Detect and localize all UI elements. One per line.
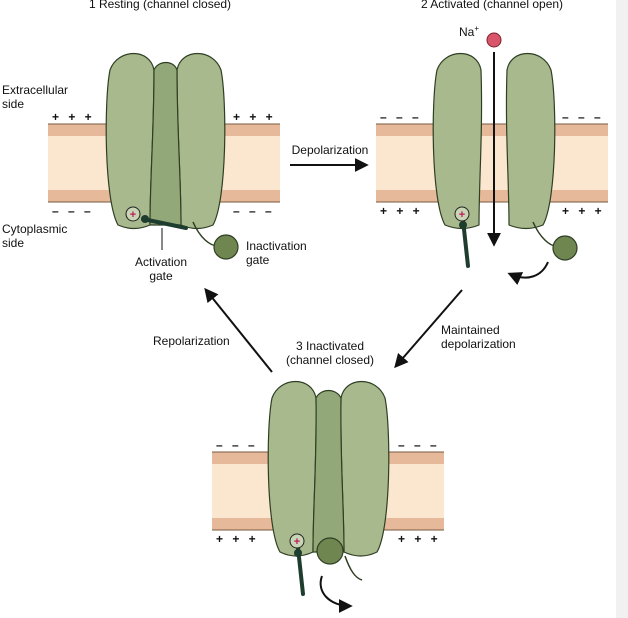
state-activated: 2 Activated (channel open) – – – – – – +… (376, 0, 608, 285)
state-resting-title: 1 Resting (channel closed) (89, 0, 231, 11)
maintained-label-line2: depolarization (441, 337, 516, 351)
activation-gate-label-line1: Activation (135, 255, 187, 269)
state-inactivated-title-line2: (channel closed) (286, 353, 374, 367)
voltage-sensor-inactivated: + (289, 533, 305, 549)
activation-gate-label-line2: gate (149, 269, 173, 283)
channel-protein-activated (432, 53, 556, 230)
state-activated-title: 2 Activated (channel open) (421, 0, 563, 11)
charges-resting-top-left: + + + (52, 110, 95, 124)
charges-inactivated-bottom-right: + + + (398, 532, 441, 546)
charges-resting-top-right: + + + (233, 110, 276, 124)
state-inactivated: 3 Inactivated (channel closed) – – – – –… (212, 339, 444, 613)
transition-depolarization: Depolarization (290, 143, 369, 172)
extracellular-label-line2: side (2, 97, 24, 111)
charges-inactivated-bottom-left: + + + (216, 532, 259, 546)
repolarization-arrow (204, 287, 273, 373)
sodium-ion: Na+ (459, 24, 502, 48)
channel-protein-resting (105, 53, 226, 230)
inactivation-gate-resting (192, 221, 239, 260)
charges-activated-top-left: – – – (380, 110, 422, 124)
cytoplasmic-label-line1: Cytoplasmic (2, 222, 67, 236)
inactivation-motion-arrow (507, 261, 549, 285)
cytoplasmic-label-line2: side (2, 236, 24, 250)
charges-activated-bottom-right: + + + (562, 204, 605, 218)
channel-protein-inactivated (267, 381, 390, 557)
activation-gate-resting (141, 215, 188, 230)
maintained-depolarization-arrow (394, 289, 463, 369)
state-resting: 1 Resting (channel closed) + + + + + + –… (48, 0, 307, 283)
activation-gate-activated (459, 218, 470, 268)
inactivation-gate-label-line1: Inactivation (246, 239, 307, 253)
sodium-ion-label: Na+ (459, 24, 479, 39)
transition-maintained-depolarization: Maintained depolarization (394, 289, 516, 369)
charges-resting-bottom-right: – – – (233, 204, 275, 218)
charges-inactivated-top-right: – – – (398, 438, 440, 452)
charges-inactivated-top-left: – – – (216, 438, 258, 452)
membrane-activated (376, 123, 608, 203)
charges-activated-top-right: – – – (562, 110, 604, 124)
gate-release-arrow (319, 575, 353, 613)
maintained-label-line1: Maintained (441, 323, 500, 337)
page-edge-strip (616, 0, 628, 618)
svg-text:+: + (130, 209, 136, 221)
depolarization-label: Depolarization (292, 143, 369, 157)
inactivation-gate-activated (532, 221, 578, 261)
extracellular-label-line1: Extracellular (2, 83, 68, 97)
transition-repolarization: Repolarization (153, 287, 273, 373)
svg-text:+: + (459, 209, 465, 221)
svg-text:+: + (294, 536, 300, 548)
charges-resting-bottom-left: – – – (52, 204, 94, 218)
inactivation-gate-inactivated (316, 537, 363, 581)
voltage-sensor-activated: + (454, 206, 470, 222)
repolarization-label: Repolarization (153, 334, 230, 348)
voltage-sensor-resting: + (125, 206, 141, 222)
charges-activated-bottom-left: + + + (380, 204, 423, 218)
activation-gate-inactivated (294, 546, 305, 596)
inactivation-gate-label-line2: gate (246, 253, 270, 267)
state-inactivated-title-line1: 3 Inactivated (296, 339, 364, 353)
